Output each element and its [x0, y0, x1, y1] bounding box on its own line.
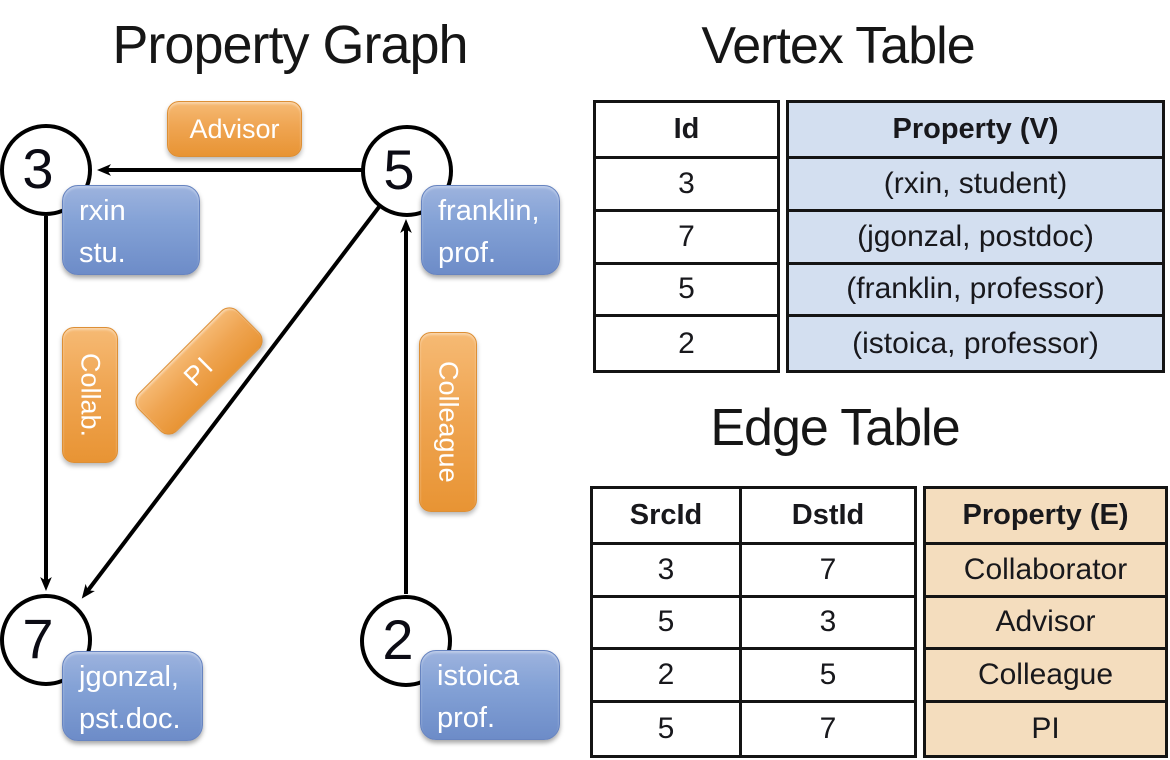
table-row: 2 — [596, 317, 777, 370]
vertex-2-line1: istoica — [437, 660, 520, 692]
edge-dstid-cell: 5 — [819, 657, 837, 691]
vertex-table-header-row: Property (V) — [789, 103, 1162, 159]
table-row: 3 — [596, 159, 777, 212]
vertex-property-cell: (franklin, professor) — [846, 272, 1105, 306]
vertex-property-cell: (rxin, student) — [883, 166, 1068, 200]
vertex-7-line1: jgonzal, — [79, 661, 179, 693]
vertex-table-property-column: Property (V) (rxin, student) (jgonzal, p… — [786, 100, 1165, 373]
table-row: (rxin, student) — [789, 159, 1162, 212]
vertex-property-box-5: franklin, prof. — [421, 185, 560, 275]
node-3-id: 3 — [22, 136, 54, 200]
vertex-id-cell: 3 — [678, 166, 695, 200]
edge-dstid-cell: 7 — [819, 711, 837, 745]
edge-srcid-cell: 5 — [593, 702, 742, 755]
vertex-property-box-3: rxin stu. — [62, 185, 200, 275]
edge-table-srcid-header: SrcId — [593, 489, 742, 542]
edge-property-cell: Collaborator — [963, 552, 1128, 586]
table-row: Colleague — [926, 650, 1165, 703]
vertex-property-cell: (jgonzal, postdoc) — [857, 219, 1094, 253]
edge-table-property-column: Property (E) Collaborator Advisor Collea… — [923, 486, 1168, 758]
node-5-id: 5 — [383, 137, 415, 201]
property-graph-title: Property Graph — [112, 15, 468, 75]
edge-arrow-pi-5-to-7 — [81, 205, 381, 599]
edge-label-collab: Collab. — [62, 327, 118, 463]
vertex-table-id-column: Id 3 7 5 2 — [593, 100, 780, 373]
table-row: 5 7 — [593, 702, 914, 755]
edge-property-cell: PI — [1031, 711, 1060, 745]
vertex-id-cell: 2 — [678, 326, 695, 360]
vertex-table-id-header: Id — [673, 113, 700, 145]
vertex-3-line2: stu. — [79, 237, 126, 270]
table-row: (istoica, professor) — [789, 317, 1162, 370]
vertex-table-header-row: Id — [596, 103, 777, 159]
vertex-5-line1: franklin, — [438, 195, 540, 227]
edge-table-property-header: Property (E) — [962, 499, 1129, 531]
node-7-id: 7 — [22, 606, 54, 670]
edge-table-title: Edge Table — [710, 399, 960, 457]
table-row: (franklin, professor) — [789, 265, 1162, 318]
edge-srcid-cell: 3 — [593, 545, 742, 595]
graph-edges-canvas — [40, 164, 412, 599]
node-2-id: 2 — [382, 607, 414, 671]
vertex-property-box-7: jgonzal, pst.doc. — [62, 651, 203, 741]
edge-srcid-cell: 2 — [593, 650, 742, 700]
table-row: PI — [926, 703, 1165, 756]
edge-dstid-cell: 3 — [819, 605, 837, 639]
vertex-property-cell: (istoica, professor) — [852, 326, 1099, 360]
table-row: Advisor — [926, 598, 1165, 650]
vertex-5-line2: prof. — [438, 237, 497, 270]
table-row: 5 3 — [593, 597, 914, 650]
edge-srcid-cell: 5 — [593, 597, 742, 647]
edge-table-dstid-header: DstId — [791, 499, 865, 531]
vertex-7-line2: pst.doc. — [79, 703, 181, 736]
edge-table-header-row: SrcId DstId — [593, 489, 914, 545]
vertex-table-title: Vertex Table — [701, 17, 975, 75]
edge-label-colleague: Colleague — [419, 332, 477, 512]
edge-property-cell: Advisor — [995, 605, 1096, 639]
table-row: 3 7 — [593, 545, 914, 598]
table-row: 7 — [596, 212, 777, 265]
edge-property-cell: Colleague — [977, 657, 1114, 691]
edge-table-id-columns: SrcId DstId 3 7 5 3 2 5 5 7 — [590, 486, 917, 758]
table-row: 5 — [596, 265, 777, 318]
vertex-property-box-2: istoica prof. — [420, 650, 560, 740]
table-row: Collaborator — [926, 545, 1165, 598]
graph-node-5: 5 — [361, 125, 453, 217]
vertex-3-line1: rxin — [79, 195, 126, 227]
graph-node-2: 2 — [360, 595, 452, 687]
vertex-table-property-header: Property (V) — [892, 113, 1059, 145]
edge-table-header-row: Property (E) — [926, 489, 1165, 545]
table-row: 2 5 — [593, 650, 914, 703]
table-row: (jgonzal, postdoc) — [789, 212, 1162, 265]
vertex-2-line2: prof. — [437, 702, 496, 735]
vertex-id-cell: 5 — [678, 272, 695, 306]
edge-dstid-cell: 7 — [819, 552, 837, 586]
vertex-id-cell: 7 — [678, 219, 695, 253]
edge-label-advisor: Advisor — [167, 101, 302, 157]
